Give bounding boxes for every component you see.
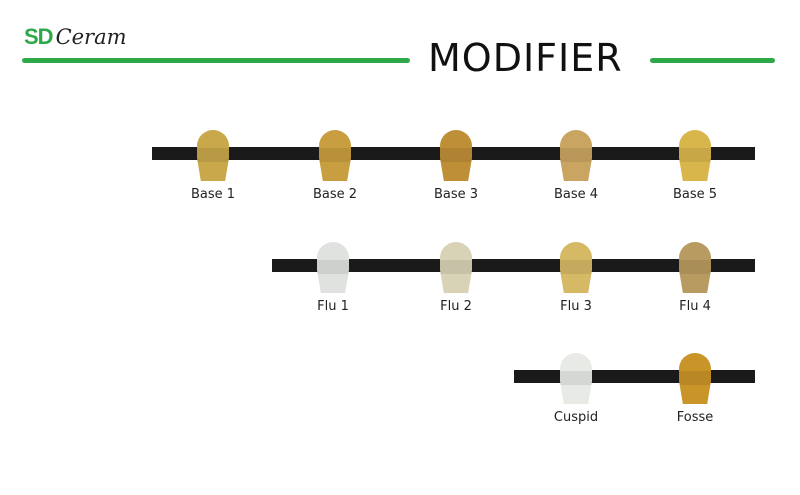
- header-divider-right: [650, 58, 775, 63]
- shade-swatch: [679, 353, 711, 404]
- shade-label: Flu 3: [560, 299, 592, 314]
- shade-label: Flu 1: [317, 299, 349, 314]
- shade-label: Base 5: [672, 187, 718, 202]
- shade-label: Base 3: [433, 187, 479, 202]
- shade-label: Cuspid: [553, 410, 599, 425]
- shade-swatch: [679, 130, 711, 181]
- shade-swatch: [319, 130, 351, 181]
- shade-label: Base 2: [312, 187, 358, 202]
- logo-text: Ceram: [55, 25, 127, 49]
- shade-swatch: [440, 130, 472, 181]
- shade-swatch: [440, 242, 472, 293]
- page-title: MODIFIER: [428, 36, 623, 80]
- shade-swatch: [197, 130, 229, 181]
- shade-label: Base 1: [190, 187, 236, 202]
- header-divider-left: [22, 58, 410, 63]
- shade-label: Base 4: [553, 187, 599, 202]
- sd-ceram-logo: SD Ceram: [24, 24, 127, 50]
- shade-swatch: [560, 353, 592, 404]
- shade-swatch: [317, 242, 349, 293]
- shade-label: Fosse: [676, 410, 714, 425]
- shade-swatch: [560, 242, 592, 293]
- shade-bar-flu: [272, 259, 755, 272]
- shade-label: Flu 2: [440, 299, 472, 314]
- shade-swatch: [560, 130, 592, 181]
- shade-swatch: [679, 242, 711, 293]
- shade-label: Flu 4: [679, 299, 711, 314]
- logo-brand: SD: [24, 24, 54, 49]
- shade-bar-special: [514, 370, 755, 383]
